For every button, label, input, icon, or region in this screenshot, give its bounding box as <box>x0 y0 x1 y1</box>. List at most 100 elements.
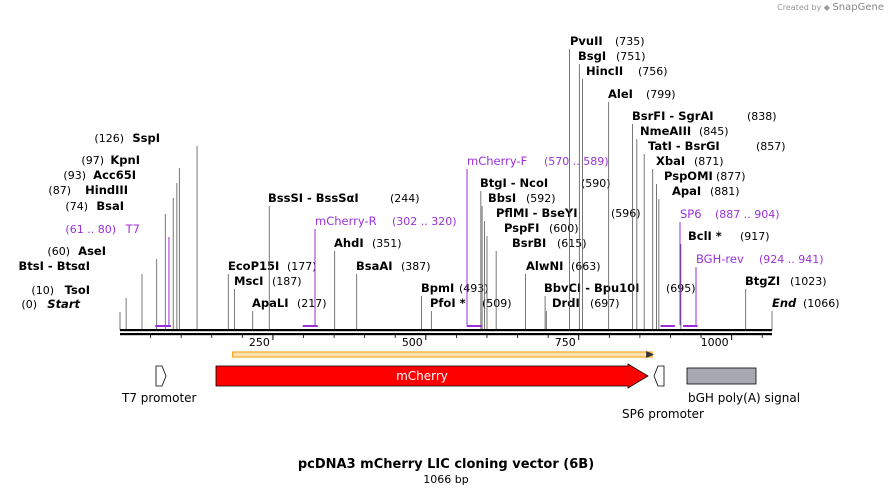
site-asei[interactable]: AseI(60) <box>47 244 158 330</box>
site-nmeaiii[interactable]: NmeAIII(845) <box>636 124 729 330</box>
site-position: (857) <box>756 140 786 153</box>
site-acc65i[interactable]: Acc65I(93) <box>63 168 178 330</box>
orf-bar <box>231 351 653 358</box>
feature-bgh-poly-a-signal[interactable]: bGH poly(A) signal <box>686 367 800 405</box>
map-title: pcDNA3 mCherry LIC cloning vector (6B) <box>297 457 595 472</box>
site-name: ApaI <box>672 184 701 198</box>
primer-t7[interactable]: T7(61 .. 80) <box>65 222 171 327</box>
primer-bar <box>155 325 171 327</box>
site-drdi[interactable]: DrdI(697) <box>545 296 620 330</box>
promoter-arrow <box>653 365 665 387</box>
site-start[interactable]: Start(0) <box>21 297 121 330</box>
site-name: AhdI <box>334 236 364 250</box>
site-pfoi[interactable]: PfoI *(509) <box>430 296 512 330</box>
site-msci[interactable]: MscI (187) <box>233 274 302 330</box>
tick-label: 250 <box>249 336 270 349</box>
primer-sp6[interactable]: SP6 (887 .. 904) <box>660 207 780 327</box>
site-name: AseI <box>78 244 106 258</box>
dna-backbone <box>120 329 772 336</box>
site-name: PflMI - BseYI <box>496 206 577 220</box>
site-alei[interactable]: AleI (799) <box>608 87 676 330</box>
site-btgzi[interactable]: BtgZI(1023) <box>745 274 827 330</box>
site-position: (799) <box>646 88 676 101</box>
site-name: NmeAIII <box>640 124 691 138</box>
site-name: PfoI * <box>430 296 466 310</box>
feature-t7-promoter[interactable]: T7 promoter <box>121 365 197 405</box>
site-name: BbvCI - Bpu10I <box>544 281 639 295</box>
site-bsaai[interactable]: BsaAI(387) <box>356 259 431 330</box>
feature-sp6-promoter[interactable]: SP6 promoter <box>622 365 704 421</box>
site-kpni[interactable]: KpnI(97) <box>81 153 180 330</box>
site-bsai[interactable]: BsaI (74) <box>65 199 166 330</box>
site-bcli[interactable]: BclI *(917) <box>680 229 770 330</box>
primer-name: BGH-rev <box>696 252 744 266</box>
site-name: PspOMI <box>664 169 713 183</box>
feature-mcherry[interactable]: mCherry <box>215 363 649 389</box>
feature-label: bGH poly(A) signal <box>688 391 800 405</box>
site-btsi-bts-i[interactable]: BtsI - BtsαI(36) <box>0 259 143 330</box>
tick-500: 500 <box>402 335 427 349</box>
primer-range: (887 .. 904) <box>715 208 780 221</box>
orf-arrowhead <box>646 351 655 358</box>
site-pvuii[interactable]: PvuII(735) <box>569 34 645 330</box>
site-position: (1023) <box>790 275 827 288</box>
site-bsrfi-sgrai[interactable]: BsrFI - SgrAI(838) <box>632 109 777 330</box>
site-tsoi[interactable]: TsoI(10) <box>31 283 127 330</box>
site-hindiii[interactable]: HindIII(87) <box>48 183 174 330</box>
site-name: End <box>772 296 797 310</box>
site-name: Start <box>47 297 80 311</box>
site-position: (244) <box>390 192 420 205</box>
primer-range: (570 .. 589) <box>544 155 609 168</box>
site-apai[interactable]: ApaI(881) <box>658 184 740 330</box>
site-ecop15i[interactable]: EcoP15I(177) <box>227 259 317 330</box>
site-end[interactable]: End(1066) <box>771 296 840 330</box>
primer-bar <box>302 325 318 327</box>
site-pspfi[interactable]: PspFI(600) <box>486 221 579 330</box>
site-position: (877) <box>716 170 746 183</box>
site-name: HincII <box>586 64 623 78</box>
primer-mcherry-f[interactable]: mCherry-F(570 .. 589) <box>466 154 609 327</box>
site-name: BsgI <box>578 49 606 63</box>
site-xbai[interactable]: XbaI (871) <box>652 154 724 330</box>
primer-bgh-rev[interactable]: BGH-rev(924 .. 941) <box>683 252 824 327</box>
site-btgi-ncoi[interactable]: BtgI - NcoI(590) <box>480 176 611 330</box>
site-name: BsrFI - SgrAI <box>632 109 714 123</box>
site-name: XbaI <box>656 154 685 168</box>
site-name: BclI * <box>688 229 722 243</box>
site-name: MscI <box>234 274 263 288</box>
site-bsssi-bsss-i[interactable]: BssSI - BssSαI(244) <box>268 191 420 330</box>
site-bbsi[interactable]: BbsI(592) <box>481 191 556 330</box>
site-tati-bsrgi[interactable]: TatI - BsrGI(857) <box>643 139 786 330</box>
site-pflmi-bseyi[interactable]: PflMI - BseYI (596) <box>484 206 641 330</box>
site-pspomi[interactable]: PspOMI(877) <box>656 169 746 330</box>
site-position: (751) <box>616 50 646 63</box>
site-bsgi[interactable]: BsgI (751) <box>578 49 646 330</box>
tick-250: 250 <box>249 335 274 349</box>
site-apali[interactable]: ApaLI(217) <box>252 296 327 330</box>
site-hincii[interactable]: HincII(756) <box>581 64 668 330</box>
site-position: (592) <box>526 192 556 205</box>
site-position: (871) <box>694 155 724 168</box>
primer-range: (302 .. 320) <box>392 215 457 228</box>
primer-name: SP6 <box>680 207 702 221</box>
tick-label: 500 <box>402 336 423 349</box>
snapgene-logo-icon: ◆ <box>823 3 830 12</box>
primer-bar <box>466 325 483 327</box>
site-position: (217) <box>297 297 327 310</box>
site-position: (10) <box>31 284 54 297</box>
site-name: BsrBI <box>512 236 546 250</box>
site-name: AleI <box>608 87 633 101</box>
orf-arrow[interactable] <box>231 351 655 358</box>
site-name: BsaI <box>96 199 124 213</box>
promoter-arrow <box>155 365 167 387</box>
site-position: (126) <box>94 132 124 145</box>
cds-arrow <box>215 363 649 389</box>
site-position: (187) <box>272 275 302 288</box>
primer-bar <box>660 325 675 327</box>
site-position: (74) <box>65 200 88 213</box>
site-position: (596) <box>611 207 641 220</box>
site-sspi[interactable]: SspI(126) <box>94 131 198 330</box>
site-ahdi[interactable]: AhdI(351) <box>334 236 402 330</box>
primer-mcherry-r[interactable]: mCherry-R(302 .. 320) <box>302 214 457 327</box>
site-alwni[interactable]: AlwNI(663) <box>525 259 601 330</box>
